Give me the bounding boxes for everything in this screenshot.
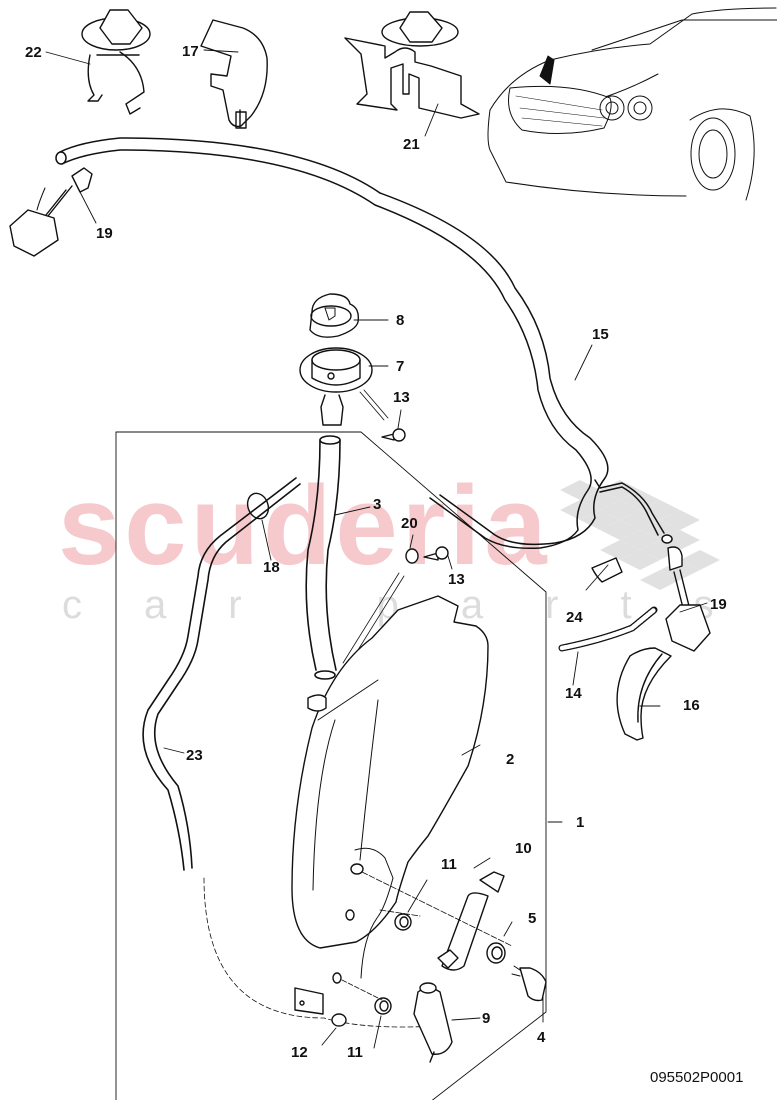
corrugated-tube-14-icon (558, 606, 658, 652)
callout-23: 23 (186, 747, 203, 764)
clip-21-icon (344, 11, 480, 119)
clip-24-icon (591, 557, 623, 583)
callout-7: 7 (396, 358, 405, 375)
callout-13-upper: 13 (393, 389, 410, 406)
callout-1: 1 (576, 814, 585, 831)
callout-4: 4 (537, 1029, 546, 1046)
clip-22-icon (81, 9, 151, 115)
washer-20-icon (405, 548, 419, 564)
bolt-13-lower-icon (423, 546, 449, 561)
nut-12-icon (331, 1013, 347, 1027)
level-sensor-4-icon (511, 965, 547, 1002)
connector-19-right-icon (665, 546, 711, 652)
cover-16-icon (616, 647, 672, 741)
leader-lines (45, 49, 708, 1049)
callout-11-upper: 11 (441, 856, 457, 873)
callout-17: 17 (182, 43, 199, 60)
callout-2: 2 (506, 751, 515, 768)
callout-12: 12 (291, 1044, 308, 1061)
callout-13-lower: 13 (448, 571, 465, 588)
callout-19-right: 19 (710, 596, 727, 613)
filler-neck-7-icon (299, 347, 389, 426)
callout-8: 8 (396, 312, 405, 329)
callout-24: 24 (566, 609, 583, 626)
callout-21: 21 (403, 136, 420, 153)
callout-18: 18 (263, 559, 280, 576)
drawing-code: 095502P0001 (650, 1069, 744, 1086)
reservoir-2-icon (291, 595, 489, 1015)
filler-hose-3-icon (305, 435, 341, 680)
filler-cap-8-icon (309, 293, 360, 338)
vehicle-location-inset-icon (487, 7, 777, 201)
callout-11-lower: 11 (347, 1044, 363, 1061)
connector-19-left-icon (9, 167, 93, 257)
callout-22: 22 (25, 44, 42, 61)
clip-17-icon (200, 19, 268, 129)
callout-10: 10 (515, 840, 532, 857)
callout-15: 15 (592, 326, 609, 343)
bolt-13-upper-icon (381, 428, 406, 442)
pump-9-icon (413, 982, 453, 1063)
assembly-outline (115, 431, 547, 1100)
callout-9: 9 (482, 1010, 491, 1027)
callout-19-left: 19 (96, 225, 113, 242)
overflow-hose-23-icon (142, 477, 301, 871)
callout-20: 20 (401, 515, 418, 532)
callout-14: 14 (565, 685, 582, 702)
hose-15-icon (55, 137, 673, 550)
callout-5: 5 (528, 910, 537, 927)
watermark-checker-icon (560, 480, 720, 590)
pump-10-icon (437, 871, 505, 971)
callout-16: 16 (683, 697, 700, 714)
callout-3: 3 (373, 496, 382, 513)
